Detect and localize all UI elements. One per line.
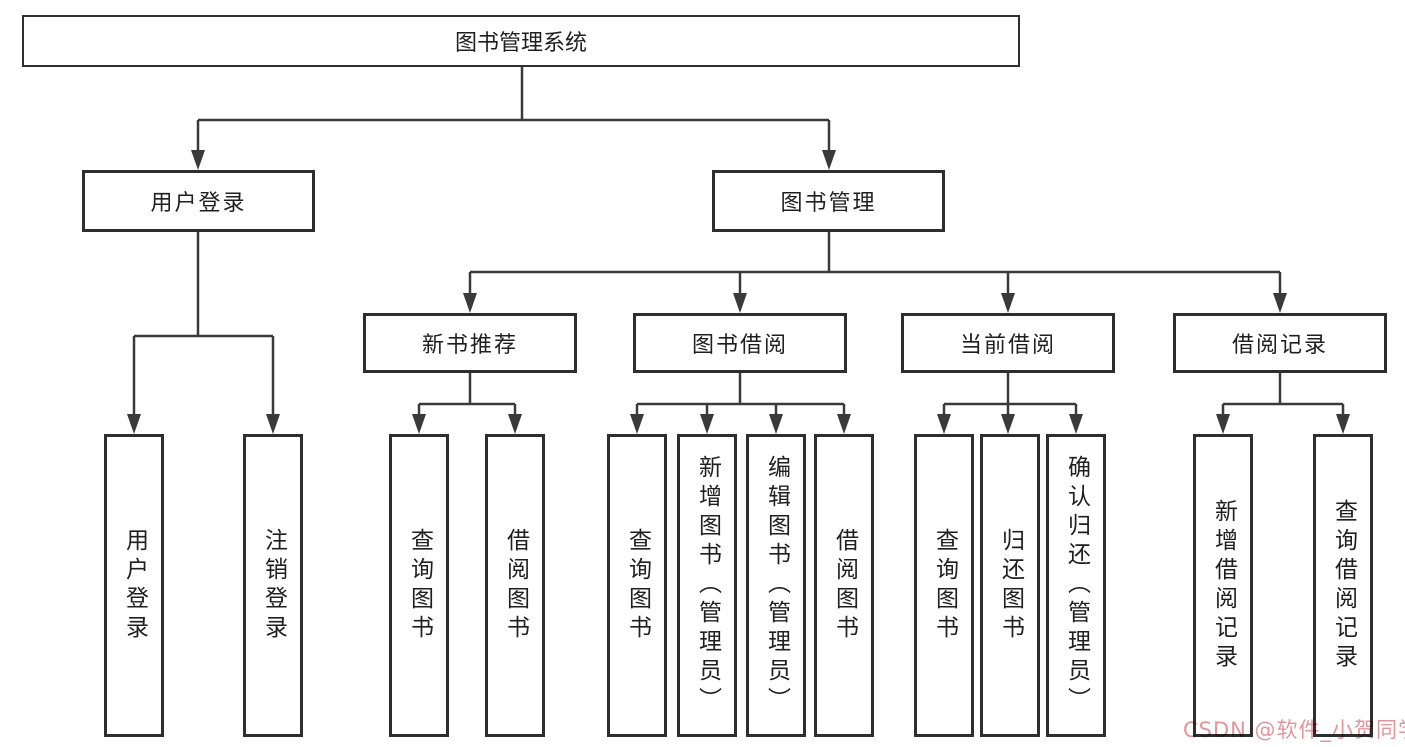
leaf-return-books: 归还图书	[980, 434, 1040, 737]
leaf-user-login: 用户登录	[104, 434, 164, 737]
node-label: 新增图书（管理员）	[694, 455, 721, 716]
leaf-query-books-2: 查询图书	[607, 434, 667, 737]
node-label: 借阅图书	[502, 527, 529, 644]
node-label: 查询图书	[624, 527, 651, 644]
node-book-management: 图书管理	[712, 170, 945, 232]
node-label: 借阅记录	[1231, 333, 1328, 358]
leaf-add-books-admin: 新增图书（管理员）	[677, 434, 737, 737]
node-label: 用户登录	[150, 191, 247, 216]
node-label: 查询借阅记录	[1330, 498, 1357, 673]
node-label: 新增借阅记录	[1210, 498, 1237, 673]
node-label: 借阅图书	[831, 527, 858, 644]
node-system-root: 图书管理系统	[22, 15, 1020, 67]
node-label: 确认归还（管理员）	[1063, 455, 1090, 716]
node-new-book-recommend: 新书推荐	[363, 313, 577, 373]
node-label: 归还图书	[997, 527, 1024, 644]
leaf-query-books-3: 查询图书	[914, 434, 974, 737]
leaf-query-borrow-record: 查询借阅记录	[1313, 434, 1373, 737]
node-borrow-records: 借阅记录	[1173, 313, 1387, 373]
leaf-confirm-return-admin: 确认归还（管理员）	[1046, 434, 1106, 737]
node-label: 图书管理	[780, 191, 877, 216]
leaf-add-borrow-record: 新增借阅记录	[1193, 434, 1253, 737]
node-label: 查询图书	[406, 527, 433, 644]
node-label: 新书推荐	[421, 333, 518, 358]
leaf-query-books-1: 查询图书	[389, 434, 449, 737]
node-label: 图书管理系统	[454, 31, 587, 56]
node-label: 编辑图书（管理员）	[763, 455, 790, 716]
arrowheads	[127, 150, 1350, 434]
node-label: 注销登录	[260, 527, 287, 644]
node-book-borrow: 图书借阅	[633, 313, 847, 373]
node-label: 查询图书	[931, 527, 958, 644]
node-label: 当前借阅	[959, 333, 1056, 358]
leaf-borrow-books-2: 借阅图书	[814, 434, 874, 737]
csdn-watermark: CSDN @软件_小贺同学	[1183, 718, 1405, 742]
leaf-borrow-books-1: 借阅图书	[485, 434, 545, 737]
node-label: 用户登录	[121, 527, 148, 644]
node-current-borrow: 当前借阅	[901, 313, 1115, 373]
leaf-edit-books-admin: 编辑图书（管理员）	[746, 434, 806, 737]
leaf-logout: 注销登录	[243, 434, 303, 737]
node-user-login: 用户登录	[82, 170, 315, 232]
node-label: 图书借阅	[691, 333, 788, 358]
